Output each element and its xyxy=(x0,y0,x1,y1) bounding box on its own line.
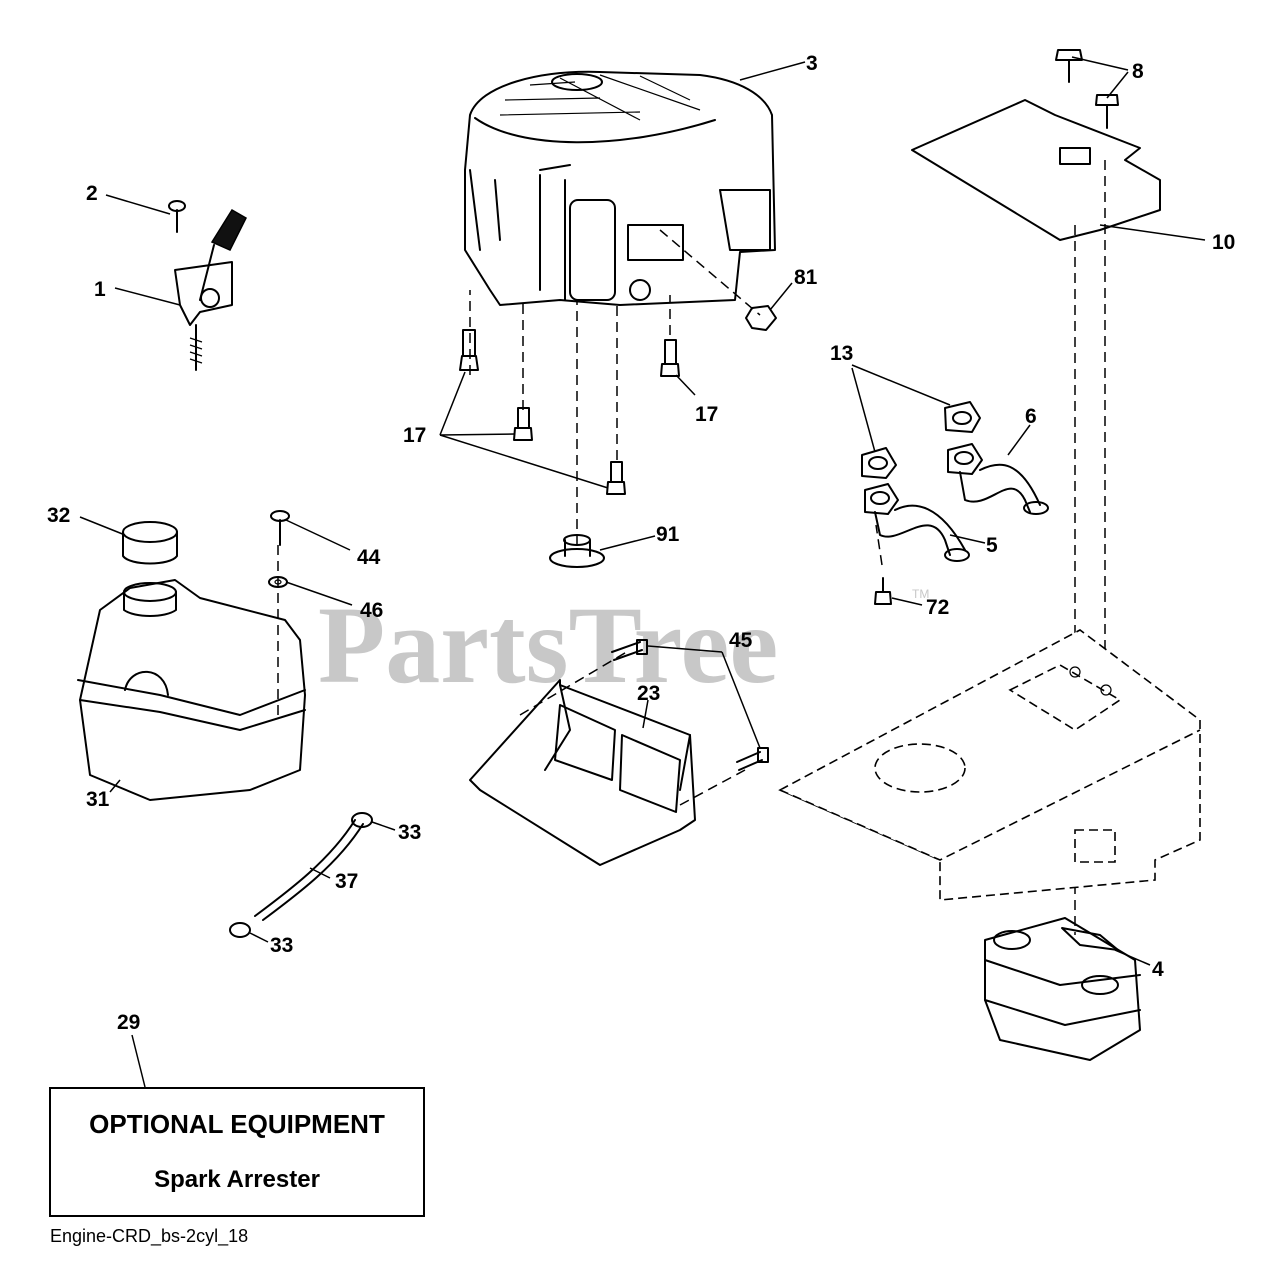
callout-4: 4 xyxy=(1152,958,1164,981)
diagram-id: Engine-CRD_bs-2cyl_18 xyxy=(50,1226,248,1247)
chassis-frame xyxy=(778,629,1201,901)
callout-8: 8 xyxy=(1132,60,1144,83)
callout-10: 10 xyxy=(1212,231,1235,254)
exhaust-pipes xyxy=(861,401,1049,562)
heat-shield-10 xyxy=(911,99,1161,241)
assembly-lines xyxy=(277,160,1106,935)
optional-equipment-box: OPTIONAL EQUIPMENT Spark Arrester xyxy=(49,1087,425,1217)
callout-6: 6 xyxy=(1025,405,1037,428)
callout-45: 45 xyxy=(729,629,753,652)
optional-equipment-title: OPTIONAL EQUIPMENT xyxy=(89,1109,385,1139)
callout-37: 37 xyxy=(335,870,358,893)
throttle-control xyxy=(174,208,247,371)
callout-17-right: 17 xyxy=(695,403,718,426)
callout-33-lower: 33 xyxy=(270,934,293,957)
screw-2 xyxy=(168,200,186,233)
callout-17-left: 17 xyxy=(403,424,426,447)
leader-lines xyxy=(79,56,1206,1088)
callout-3: 3 xyxy=(806,52,818,75)
bracket-23 xyxy=(469,679,696,866)
callout-2: 2 xyxy=(86,182,98,205)
watermark: PartsTree TM xyxy=(318,584,929,706)
clamps-33 xyxy=(229,812,373,938)
callout-1: 1 xyxy=(94,278,106,301)
fuel-cap-32 xyxy=(122,521,178,565)
callout-23: 23 xyxy=(637,682,660,705)
fuel-tank-31 xyxy=(77,579,306,801)
callout-31: 31 xyxy=(86,788,110,811)
bolt-72 xyxy=(874,577,892,605)
watermark-text: PartsTree xyxy=(318,584,778,706)
callout-32: 32 xyxy=(47,504,70,527)
callout-91: 91 xyxy=(656,523,680,546)
callouts: 3 8 10 2 1 81 13 6 5 72 17 17 91 32 44 4… xyxy=(47,52,1235,1034)
muffler-4 xyxy=(984,917,1141,1061)
callout-29: 29 xyxy=(117,1011,140,1034)
bolts-17 xyxy=(459,329,680,495)
screw-44 xyxy=(270,510,290,546)
callout-46: 46 xyxy=(360,599,383,622)
nut-81 xyxy=(745,305,777,331)
watermark-trademark: TM xyxy=(912,587,929,601)
bushing-91 xyxy=(549,534,605,568)
callout-44: 44 xyxy=(357,546,381,569)
bolts-8 xyxy=(1055,49,1119,129)
callout-81: 81 xyxy=(794,266,818,289)
engine xyxy=(464,70,776,306)
screws-45 xyxy=(611,639,769,771)
spark-arrester-label: Spark Arrester xyxy=(154,1166,320,1193)
fuel-line-37 xyxy=(254,819,364,921)
callout-72: 72 xyxy=(926,596,949,619)
callout-5: 5 xyxy=(986,534,998,557)
callout-33-upper: 33 xyxy=(398,821,421,844)
callout-13: 13 xyxy=(830,342,853,365)
